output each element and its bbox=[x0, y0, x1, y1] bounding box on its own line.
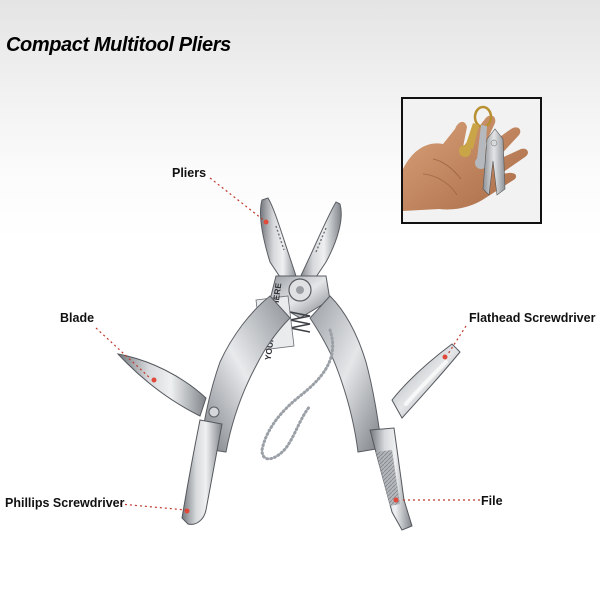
page-title: Compact Multitool Pliers bbox=[6, 34, 231, 56]
blade bbox=[116, 353, 207, 417]
hand-illustration bbox=[403, 99, 540, 222]
bead-chain bbox=[260, 328, 335, 461]
inset-photo-hand-with-keys bbox=[401, 97, 542, 224]
callout-blade: Blade bbox=[60, 311, 95, 325]
pliers-marker bbox=[263, 219, 269, 225]
callout-pliers: Pliers bbox=[172, 166, 207, 180]
callout-flathead-screwdriver: Flathead Screwdriver bbox=[469, 311, 596, 325]
mini-tool bbox=[482, 128, 506, 196]
spring bbox=[289, 311, 311, 333]
key-gold bbox=[465, 123, 479, 149]
callout-phillips-screwdriver: Phillips Screwdriver bbox=[5, 496, 125, 510]
phillips-screwdriver bbox=[181, 419, 223, 525]
pliers-jaws bbox=[259, 197, 342, 287]
leader-lines bbox=[95, 177, 480, 511]
file-tool bbox=[369, 427, 413, 531]
key-silver bbox=[477, 125, 487, 161]
right-handle bbox=[309, 295, 383, 453]
left-rivet bbox=[208, 406, 220, 418]
flathead-screwdriver bbox=[391, 343, 461, 419]
callout-file: File bbox=[481, 494, 503, 508]
